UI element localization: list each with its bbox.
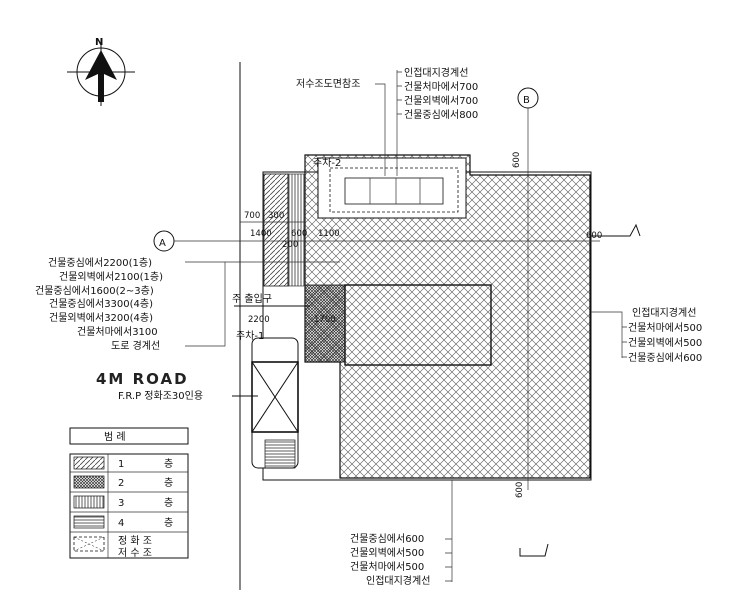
- dim-1700: 1700: [314, 315, 336, 325]
- grid-marker-b: B: [517, 87, 539, 490]
- right-notes: 인접대지경계선 건물처마에서500 건물외벽에서500 건물중심에서600: [591, 306, 702, 364]
- building-footprint: [304, 154, 591, 479]
- septic-label: F.R.P 정화조30인용: [118, 390, 203, 402]
- bottom-note: 인접대지경계선: [366, 574, 430, 587]
- legend-num: 4: [118, 518, 124, 529]
- legend-num: 정 화 조: [118, 535, 152, 547]
- north-arrow-icon: N: [67, 37, 135, 106]
- grid-a-label: A: [159, 238, 166, 249]
- legend-num: 3: [118, 498, 124, 509]
- left-note: 건물중심에서1600(2~3층): [35, 285, 154, 297]
- legend-unit: 층: [164, 517, 173, 529]
- top-note: 건물외벽에서700: [404, 95, 478, 107]
- legend-unit: 층: [164, 477, 173, 489]
- bottom-notes: 건물중심에서600 건물외벽에서500 건물처마에서500 인접대지경계선: [350, 480, 453, 587]
- dim-600a: 600: [291, 229, 307, 239]
- water-tank-note: 저수조도면참조: [296, 78, 360, 90]
- parking-1-label: 주차-1: [236, 330, 264, 342]
- north-label: N: [95, 37, 103, 48]
- left-note: 건물외벽에서2100(1층): [59, 271, 163, 283]
- dim-2200: 2200: [248, 315, 270, 325]
- legend-num: 2: [118, 478, 124, 489]
- road-label: 4M ROAD: [96, 370, 189, 388]
- legend-swatch-floor4: [73, 515, 105, 529]
- legend-swatch-floor2: [73, 475, 105, 489]
- right-note: 건물외벽에서500: [628, 337, 702, 349]
- left-note: 건물외벽에서3200(4층): [49, 312, 153, 324]
- top-note: 인접대지경계선: [404, 66, 468, 79]
- floor3-strip: [287, 173, 305, 287]
- bottom-note: 건물외벽에서500: [350, 547, 424, 559]
- parking-2-label: 주차-2: [313, 157, 341, 169]
- left-note: 건물중심에서2200(1층): [48, 257, 152, 269]
- left-note: 도로 경계선: [111, 339, 160, 352]
- top-note: 건물처마에서700: [404, 81, 478, 93]
- top-note: 건물중심에서800: [404, 109, 478, 121]
- legend-num: 1: [118, 459, 124, 470]
- left-note: 건물중심에서3300(4층): [49, 298, 153, 310]
- bottom-note: 건물처마에서500: [350, 561, 424, 573]
- dim-600-right: 600: [586, 231, 602, 241]
- dim-1100: 1100: [318, 229, 340, 239]
- right-note: 건물처마에서500: [628, 322, 702, 334]
- parking-2-area: 주차-2: [313, 157, 467, 219]
- dim-1400: 1400: [250, 229, 272, 239]
- legend: 범 례 1 층 2 층 3 층 4 층 정 화 조 저 수 조: [69, 427, 189, 559]
- legend-unit: 저 수 조: [118, 547, 152, 559]
- top-notes: 인접대지경계선 건물처마에서700 건물외벽에서700 건물중심에서800: [396, 66, 478, 176]
- right-note: 건물중심에서600: [628, 352, 702, 364]
- parking-1-area: 주차-1: [236, 330, 299, 469]
- legend-swatch-tank: [73, 536, 105, 552]
- dim-600-top: 600: [512, 152, 522, 168]
- bottom-note: 건물중심에서600: [350, 533, 424, 545]
- legend-swatch-floor1: [73, 456, 105, 470]
- legend-swatch-floor3: [73, 495, 105, 509]
- dim-200: 200: [282, 240, 298, 250]
- left-notes: 건물중심에서2200(1층) 건물외벽에서2100(1층) 건물중심에서1600…: [35, 257, 340, 352]
- entrance-label: 주 출입구: [232, 292, 272, 305]
- legend-unit: 층: [164, 458, 173, 470]
- dim-300: 300: [268, 211, 284, 221]
- dim-700: 700: [244, 211, 260, 221]
- grid-b-label: B: [523, 95, 530, 106]
- left-note: 건물처마에서3100: [77, 326, 158, 338]
- legend-unit: 층: [164, 497, 173, 509]
- grid-marker-a: A: [153, 230, 600, 252]
- dim-600-bottom: 600: [515, 482, 525, 498]
- right-note: 인접대지경계선: [632, 306, 696, 319]
- legend-title: 범 례: [104, 431, 126, 443]
